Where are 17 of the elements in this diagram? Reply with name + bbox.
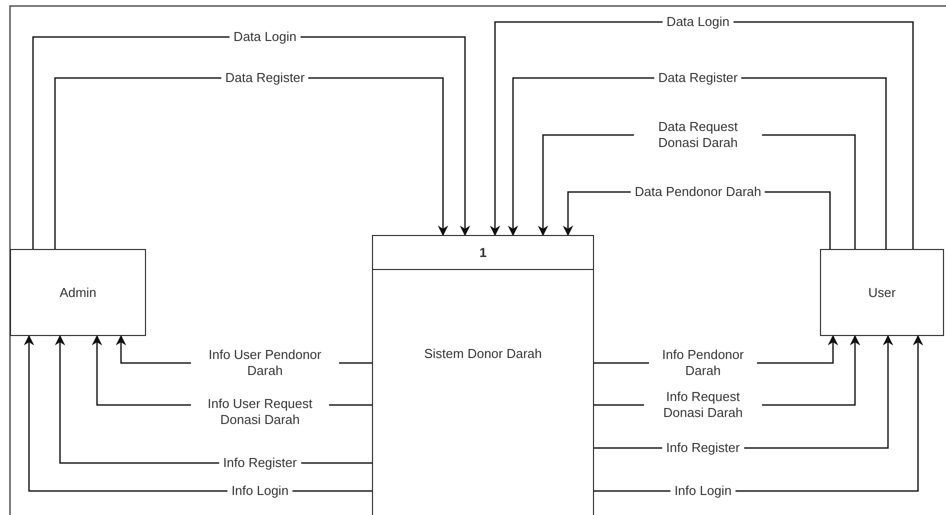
edge-label: Data Login <box>662 14 734 30</box>
arrow <box>32 36 470 249</box>
edge-label: Info Login <box>670 483 736 499</box>
process-box <box>372 235 594 515</box>
edge-label: Info Login <box>227 483 293 499</box>
edge-label: Data Register <box>221 70 309 86</box>
edge-label: Info Register <box>219 455 301 471</box>
entity-box <box>820 249 944 336</box>
edge-label: Info Register <box>662 440 744 456</box>
process-number: 1 <box>479 244 487 260</box>
arrow <box>490 21 914 249</box>
edge-label: Data Login <box>230 29 300 45</box>
entity-box <box>10 249 146 336</box>
entity-name: Admin <box>60 284 96 300</box>
edge-label: Data Register <box>654 70 742 86</box>
entity-name: User <box>868 284 896 300</box>
process-name: Sistem Donor Darah <box>424 346 542 362</box>
